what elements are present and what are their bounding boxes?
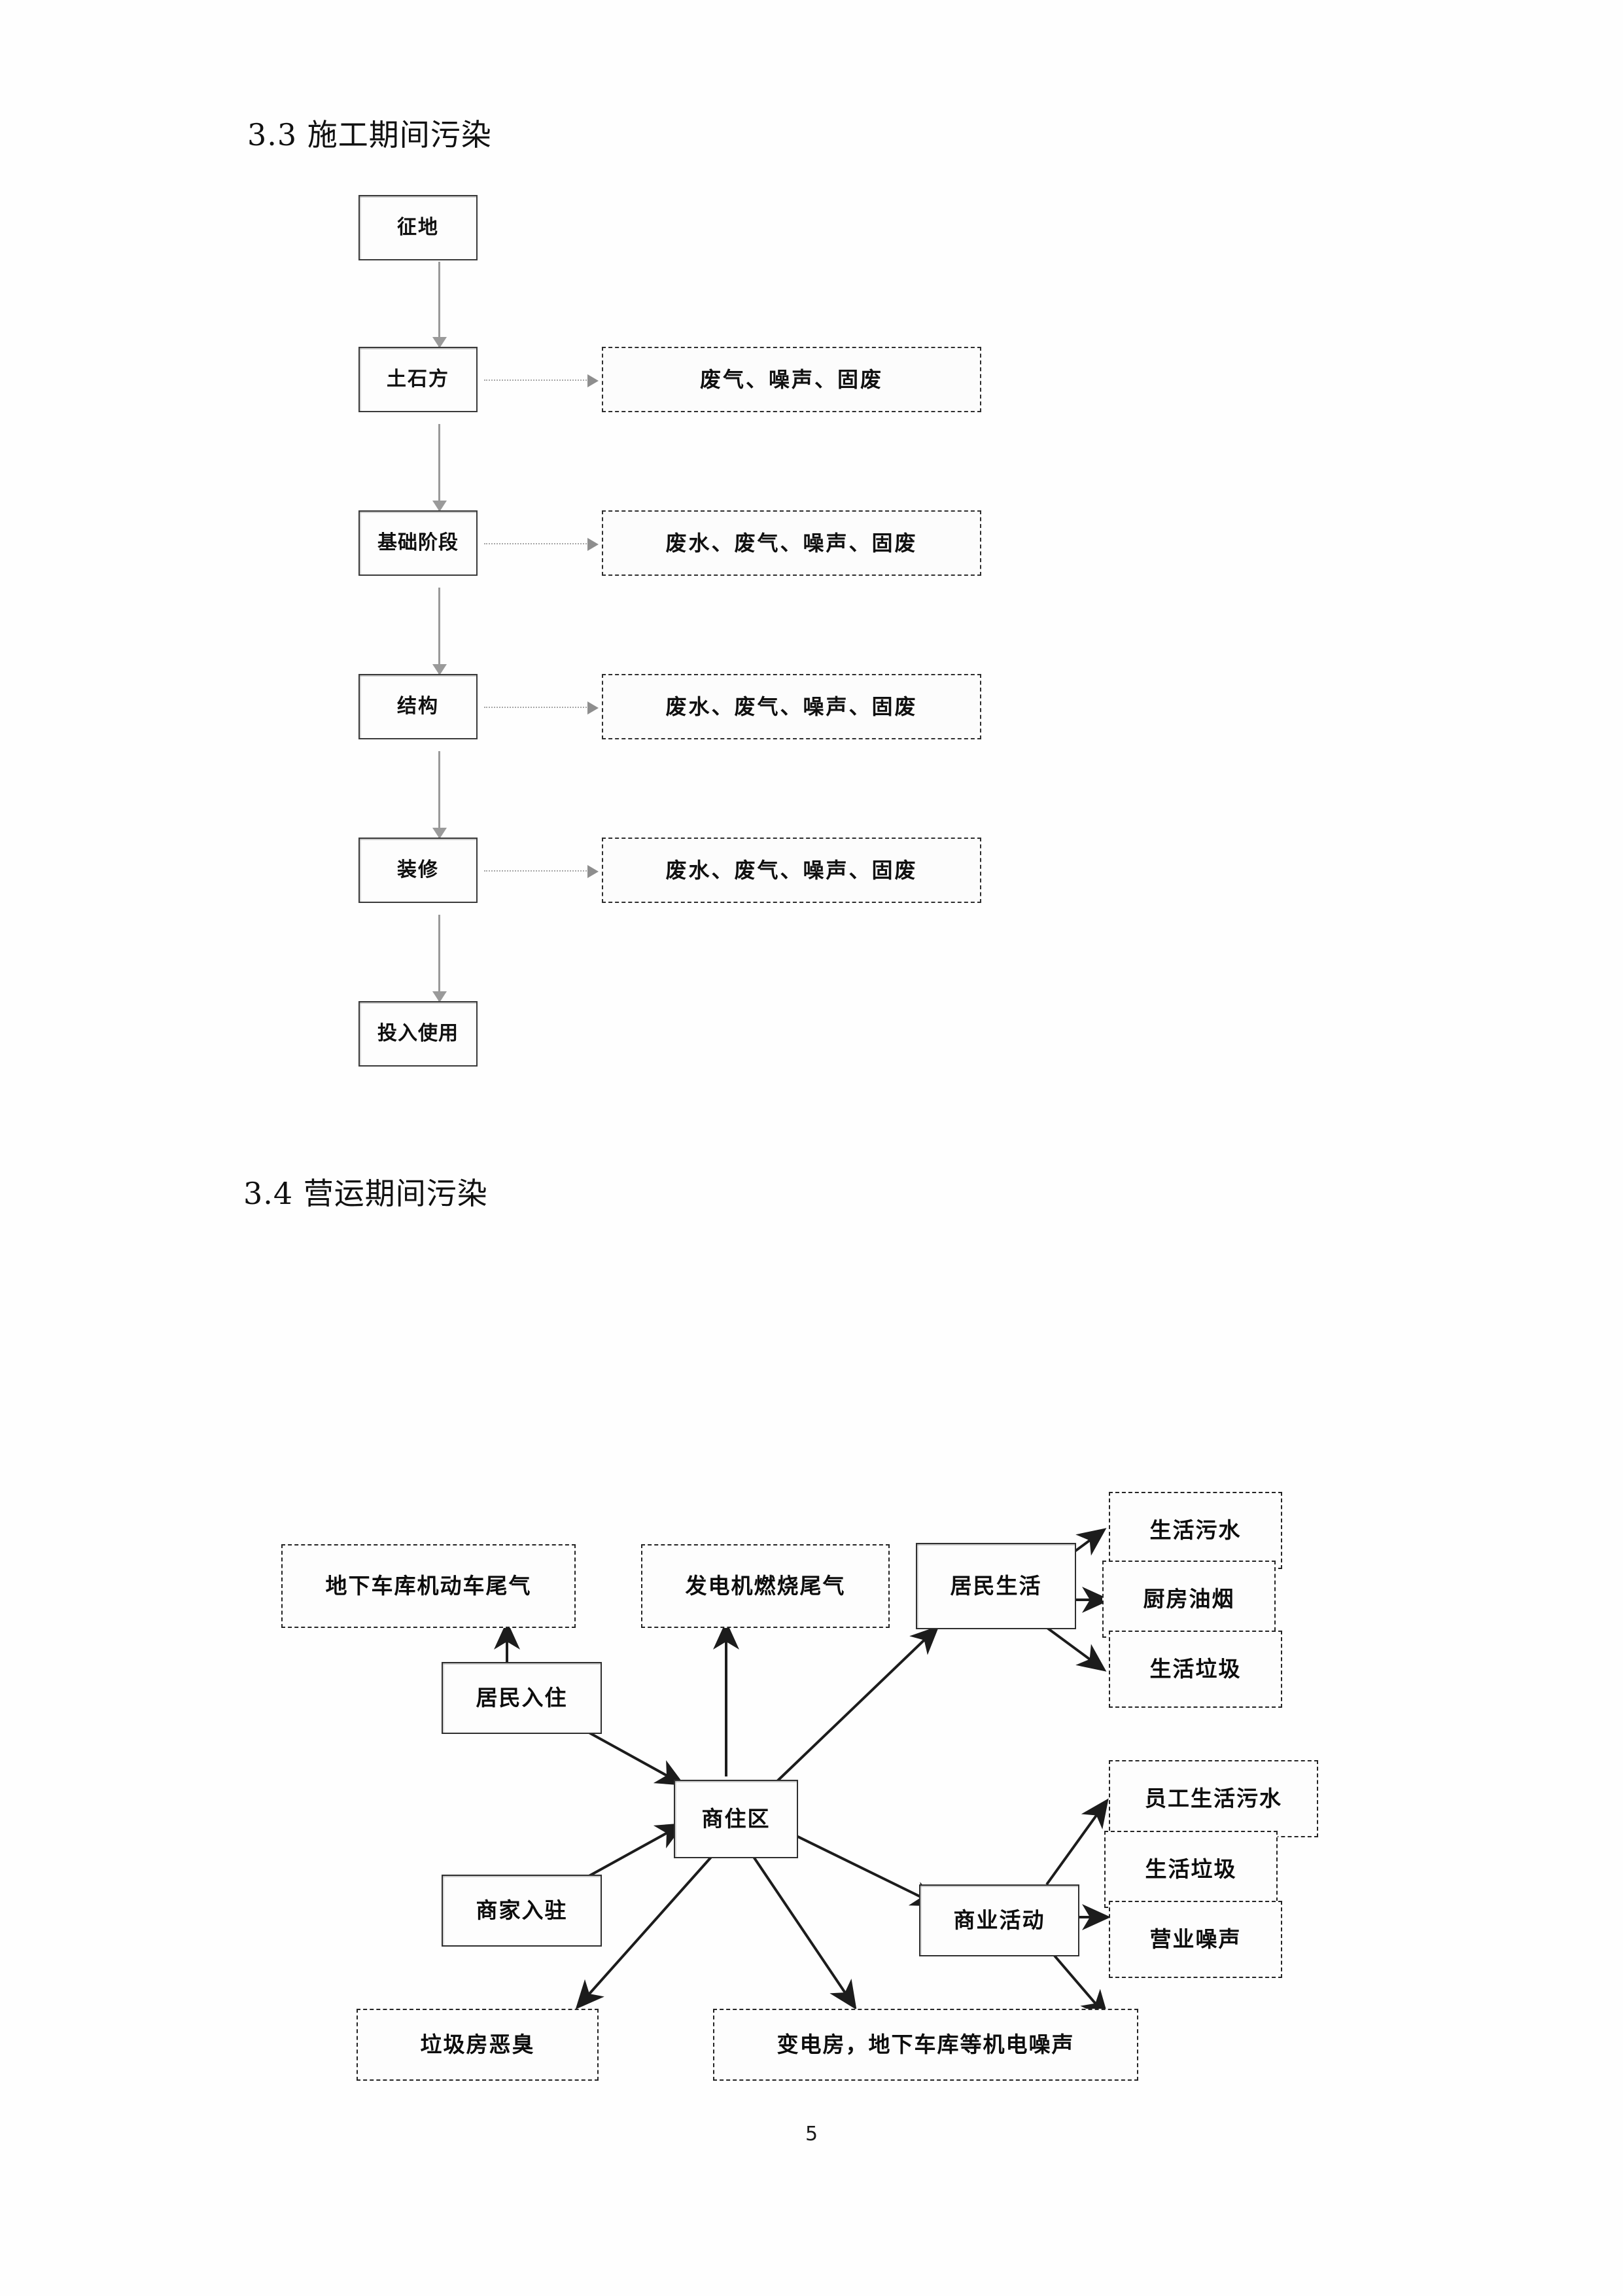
stage-node-zhuangxiu: 装修 (358, 838, 478, 903)
op-node-domestic-waste-2: 生活垃圾 (1104, 1831, 1278, 1908)
op-node-merchant-move-in: 商家入驻 (442, 1875, 602, 1947)
op-node-resident-move-in: 居民入住 (442, 1662, 602, 1734)
op-node-domestic-waste-1: 生活垃圾 (1109, 1631, 1282, 1708)
op-node-domestic-sewage: 生活污水 (1109, 1492, 1282, 1569)
operation-pollution-flowchart: 地下车库机动车尾气 发电机燃烧尾气 居民生活 居民入住 商家入驻 商住区 商业活… (0, 1230, 1623, 2081)
op-node-generator-exhaust: 发电机燃烧尾气 (641, 1544, 890, 1628)
op-node-garbage-room-odor: 垃圾房恶臭 (357, 2009, 599, 2081)
flow-arrow-down-5 (438, 915, 440, 1001)
flow-arrow-down-4 (438, 751, 440, 838)
flow-arrow-down-3 (438, 588, 440, 674)
pollutant-node-jiegou: 废水、废气、噪声、固废 (602, 674, 981, 739)
section-heading-3-4: 3.4 营运期间污染 (243, 1176, 488, 1211)
section-heading-3-3: 3.3 施工期间污染 (247, 117, 492, 152)
op-node-commercial-residential-area: 商住区 (674, 1780, 798, 1858)
op-node-resident-life: 居民生活 (916, 1543, 1076, 1629)
flow-arrow-down-2 (438, 424, 440, 510)
pollutant-node-zhuangxiu: 废水、废气、噪声、固废 (602, 838, 981, 903)
flow-arrow-right-2 (484, 538, 599, 551)
stage-node-zhengdi: 征地 (358, 195, 478, 260)
op-node-staff-domestic-sewage: 员工生活污水 (1109, 1760, 1318, 1837)
stage-node-jichujieduan: 基础阶段 (358, 510, 478, 576)
op-node-business-noise: 营业噪声 (1109, 1901, 1282, 1978)
construction-pollution-flowchart: 征地 土石方 基础阶段 结构 装修 投入使用 废气、噪声、固废 废水、废气、噪声… (0, 0, 1623, 1152)
page-number: 5 (805, 2123, 818, 2146)
flow-arrow-right-1 (484, 374, 599, 387)
operation-arrows-layer (494, 1528, 1111, 2020)
flow-arrow-right-3 (484, 701, 599, 715)
pollutant-node-tushifang: 废气、噪声、固废 (602, 347, 981, 412)
op-node-commercial-activity: 商业活动 (919, 1884, 1079, 1956)
stage-node-jiegou: 结构 (358, 674, 478, 739)
op-node-electromechanical-noise: 变电房，地下车库等机电噪声 (713, 2009, 1138, 2081)
op-node-garage-exhaust: 地下车库机动车尾气 (281, 1544, 576, 1628)
flow-arrow-down-1 (438, 262, 440, 347)
stage-node-touruchiyong: 投入使用 (358, 1001, 478, 1067)
flow-arrow-right-4 (484, 865, 599, 878)
op-node-kitchen-fumes: 厨房油烟 (1102, 1561, 1276, 1638)
stage-node-tushifang: 土石方 (358, 347, 478, 412)
pollutant-node-jichujieduan: 废水、废气、噪声、固废 (602, 510, 981, 576)
